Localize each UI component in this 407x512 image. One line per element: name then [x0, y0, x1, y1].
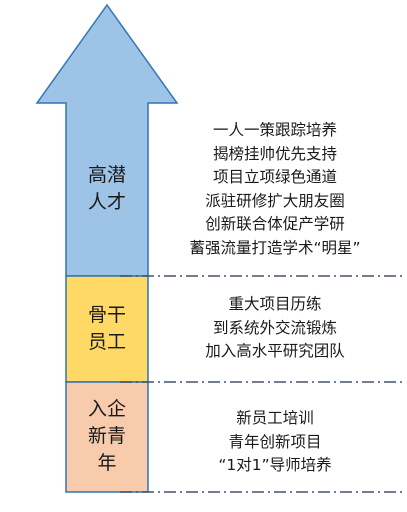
- measure-item: 重大项目历练: [228, 295, 322, 313]
- label-line: 员工: [87, 331, 126, 353]
- high-potential-measures: 一人一策跟踪培养 揭榜挂帅优先支持 项目立项绿色通道 派驻研修扩大朋友圈 创新联…: [150, 119, 400, 260]
- newcomer-measures: 新员工培训 青年创新项目 “1对1”导师培养: [150, 407, 400, 478]
- label-line: 高潜: [87, 164, 126, 186]
- measure-item: 创新联合体促产学研: [205, 215, 345, 233]
- newcomer-box: [65, 381, 149, 493]
- measure-item: 新员工培训: [236, 409, 314, 427]
- backbone-box: [65, 275, 149, 383]
- measure-item: 揭榜挂帅优先支持: [212, 144, 337, 163]
- measure-item: 到系统外交流锻炼: [212, 318, 337, 337]
- measure-item: 青年创新项目: [228, 432, 322, 451]
- measure-item: 一人一策跟踪培养: [212, 121, 337, 139]
- measure-item: 项目立项绿色通道: [212, 168, 337, 186]
- label-line: 骨干: [87, 304, 126, 326]
- measure-item: 蓄强流量打造学术“明星”: [189, 238, 361, 257]
- label-line: 人才: [87, 191, 126, 213]
- high-potential-label: 高潜 人才: [66, 162, 148, 216]
- measure-item: “1对1”导师培养: [218, 456, 332, 474]
- label-line: 新青: [87, 425, 126, 447]
- label-line: 入企: [87, 398, 126, 420]
- label-line: 年: [97, 452, 117, 474]
- measure-item: 加入高水平研究团队: [205, 342, 345, 360]
- backbone-measures: 重大项目历练 到系统外交流锻炼 加入高水平研究团队: [150, 293, 400, 364]
- backbone-label: 骨干 员工: [66, 302, 148, 356]
- measure-item: 派驻研修扩大朋友圈: [205, 191, 345, 210]
- newcomer-label: 入企 新青 年: [66, 396, 148, 477]
